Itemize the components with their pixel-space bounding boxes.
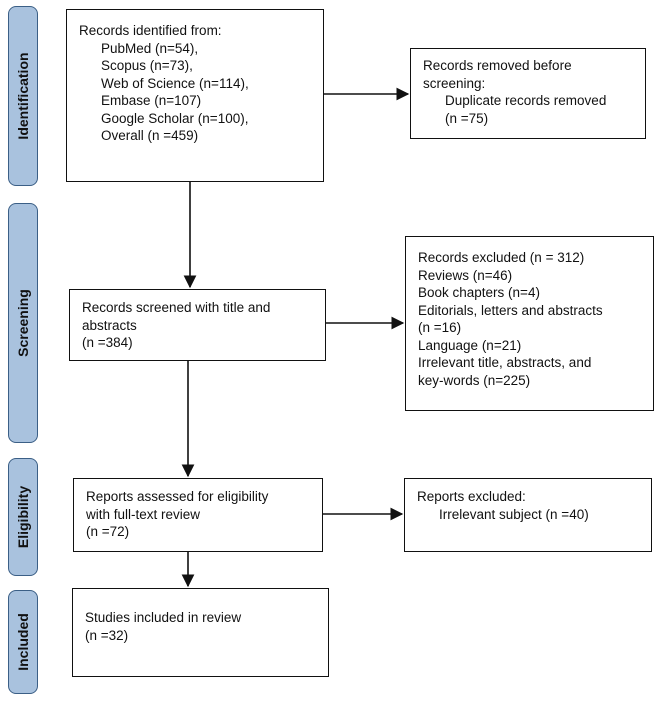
excluded-line-5: (n =16) [418, 320, 462, 335]
excluded-line-7: Irrelevant title, abstracts, and [418, 355, 592, 370]
assessed-line-1: Reports assessed for eligibility [86, 489, 269, 504]
source-scopus: Scopus (n=73), [101, 58, 193, 73]
irrelevant-subject-count: Irrelevant subject (n =40) [439, 506, 589, 522]
assessed-line-2: with full-text review [86, 506, 201, 522]
excluded-line-1: Records excluded (n = 312) [418, 250, 585, 265]
reports-excluded-heading: Reports excluded: [417, 489, 526, 504]
reports-excluded-box: Reports excluded: Irrelevant subject (n … [404, 478, 652, 552]
assessed-line-3: (n =72) [86, 524, 130, 539]
source-google-scholar: Google Scholar (n=100), [101, 110, 249, 126]
records-identified-box: Records identified from: PubMed (n=54), … [66, 9, 324, 182]
records-screened-box: Records screened with title and abstract… [69, 289, 326, 361]
screened-line-1: Records screened with title and [82, 300, 271, 315]
phase-eligibility: Eligibility [8, 458, 38, 576]
records-excluded-box: Records excluded (n = 312) Reviews (n=46… [405, 236, 654, 411]
source-pubmed: PubMed (n=54), [101, 40, 199, 56]
source-web-of-science: Web of Science (n=114), [101, 75, 249, 91]
records-identified-heading: Records identified from: [79, 23, 222, 38]
records-removed-box: Records removed before screening: Duplic… [410, 48, 646, 139]
included-line-1: Studies included in review [85, 610, 242, 625]
excluded-line-3: Book chapters (n=4) [418, 285, 540, 300]
excluded-line-2: Reviews (n=46) [418, 267, 513, 283]
studies-included-box: Studies included in review (n =32) [72, 588, 329, 677]
phase-identification: Identification [8, 6, 38, 186]
screened-line-3: (n =384) [82, 335, 133, 350]
phase-included: Included [8, 590, 38, 694]
phase-screening: Screening [8, 203, 38, 443]
included-line-2: (n =32) [85, 627, 129, 643]
removed-line-2: screening: [423, 75, 486, 91]
duplicates-removed-label: Duplicate records removed [445, 93, 607, 108]
excluded-line-4: Editorials, letters and abstracts [418, 302, 603, 318]
removed-line-1: Records removed before [423, 58, 572, 73]
reports-assessed-box: Reports assessed for eligibility with fu… [73, 478, 323, 552]
source-embase: Embase (n=107) [101, 93, 202, 108]
excluded-line-8: key-words (n=225) [418, 372, 531, 388]
excluded-line-6: Language (n=21) [418, 337, 522, 353]
source-overall: Overall (n =459) [101, 128, 199, 143]
duplicates-removed-count: (n =75) [445, 110, 489, 126]
screened-line-2: abstracts [82, 317, 137, 333]
